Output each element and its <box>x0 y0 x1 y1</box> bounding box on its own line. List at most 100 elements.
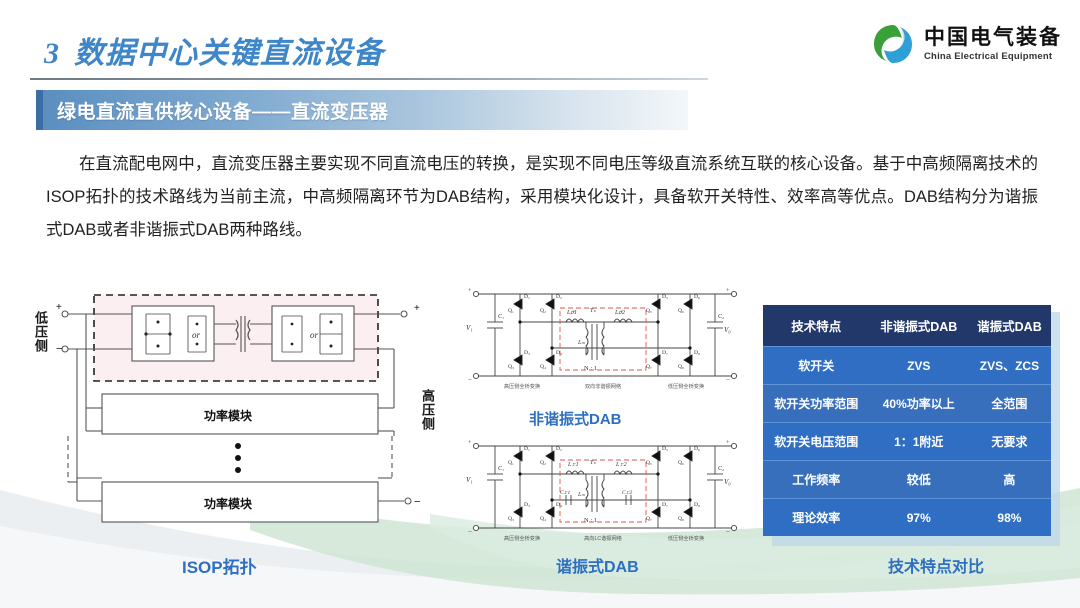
dab1-mid-subcaption: 双向非谐振网络 <box>585 382 621 390</box>
table-cell: 97% <box>869 498 968 536</box>
dab2-turns-ratio: N : 1 <box>584 517 597 524</box>
dab1-d1: D₁ <box>524 294 530 300</box>
dab2-d5: D₅ <box>662 446 668 452</box>
dab1-minus-out: − <box>726 376 730 384</box>
dab2-vout-label: V₀ <box>724 478 731 486</box>
dab1-d6: D₆ <box>694 294 700 300</box>
table-cell: 98% <box>967 498 1051 536</box>
table-cell: 全范围 <box>967 384 1051 423</box>
dab2-d4: D₄ <box>556 502 562 508</box>
non-resonant-dab-diagram: V₁ V₀ C₁ C₂ L𝜎1 L𝜎2 Lₘ Tₛ N : 1 Q₁ Q₂ Q₃… <box>466 288 738 390</box>
table-cell: 40%功率以上 <box>869 384 968 423</box>
isop-minus-out: − <box>414 496 420 508</box>
dab1-d2: D₂ <box>556 294 562 300</box>
dab2-lr2-label: L𝚛2 <box>615 462 627 468</box>
body-paragraph: 在直流配电网中，直流变压器主要实现不同直流电压的转换，是实现不同电压等级直流系统… <box>46 155 1038 239</box>
isop-module-label-2: 功率模块 <box>204 496 253 511</box>
table-cell: 高 <box>967 460 1051 499</box>
table-col-2: 谐振式DAB <box>967 305 1051 347</box>
isop-high-voltage-label: 高压侧 <box>420 389 435 431</box>
table-row: 软开关电压范围 1：1附近 无要求 <box>763 422 1051 461</box>
dab2-d2: D₂ <box>556 446 562 452</box>
table-row: 工作频率 较低 高 <box>763 460 1051 499</box>
section-banner: 绿电直流直供核心设备——直流变压器 <box>36 90 688 130</box>
dab2-q6: Q₆ <box>678 460 684 466</box>
dab1-ls2-label: L𝜎2 <box>614 310 625 316</box>
caption-non-resonant-dab: 非谐振式DAB <box>529 411 622 428</box>
table-cell: 较低 <box>869 460 968 499</box>
title-divider <box>30 78 708 80</box>
table-cell: 软开关功率范围 <box>763 384 870 423</box>
dab1-q3: Q₃ <box>508 364 514 370</box>
dab2-lr1-label: L𝚛1 <box>567 462 579 468</box>
dab1-left-subcaption: 高压侧全桥变换 <box>504 382 541 390</box>
dab2-q4: Q₄ <box>540 516 546 522</box>
table-cell: 1：1附近 <box>869 422 968 461</box>
table-row: 软开关功率范围 40%功率以上 全范围 <box>763 384 1051 423</box>
logo-english-name: China Electrical Equipment <box>924 50 1053 62</box>
banner-title: 绿电直流直供核心设备——直流变压器 <box>57 101 389 123</box>
dab2-d7: D₇ <box>662 502 668 508</box>
isop-or-label-right: or <box>310 330 319 340</box>
dab2-d1: D₁ <box>524 446 530 452</box>
dab1-c2-label: C₂ <box>718 314 724 320</box>
isop-low-voltage-label: 低压侧 <box>33 311 48 353</box>
dab1-ts-label: Tₛ <box>590 308 596 314</box>
dab2-c2-label: C₂ <box>718 466 724 472</box>
table-col-1: 非谐振式DAB <box>869 305 968 347</box>
company-logo: 中国电气装备 China Electrical Equipment <box>871 22 1062 66</box>
dab2-ts-label: Tₛ <box>590 460 596 466</box>
dab2-q1: Q₁ <box>508 460 514 466</box>
logo-swirl-icon <box>871 22 915 66</box>
table-cell: 软开关电压范围 <box>763 422 870 461</box>
dab1-d4: D₄ <box>556 350 562 356</box>
dab2-minus-out: − <box>726 528 730 536</box>
isop-plus-in: + <box>56 302 62 313</box>
dab1-q5: Q₅ <box>646 308 652 314</box>
dab1-vout-label: V₀ <box>724 326 731 334</box>
resonant-dab-diagram: V₁ V₀ C₁ C₂ L𝚛1 L𝚛2 Lₘ C𝚛1 C𝚛2 Tₛ N : 1 … <box>466 440 738 542</box>
banner-accent-bar <box>36 90 43 130</box>
dab1-ls1-label: L𝜎1 <box>566 310 577 316</box>
table-cell: 软开关 <box>763 346 870 385</box>
caption-resonant-dab: 谐振式DAB <box>556 559 639 576</box>
dab1-q1: Q₁ <box>508 308 514 314</box>
dab2-plus-out: + <box>726 440 730 446</box>
dab1-q4: Q₄ <box>540 364 546 370</box>
dab2-c1-label: C₁ <box>498 466 504 472</box>
dab1-vin-label: V₁ <box>466 324 473 332</box>
dab2-cr2-label: C𝚛2 <box>622 490 633 496</box>
table-cell: ZVS、ZCS <box>967 346 1051 385</box>
section-number: 3 <box>44 37 60 70</box>
dab2-d3: D₃ <box>524 502 530 508</box>
caption-comparison-table: 技术特点对比 <box>888 559 985 576</box>
dab1-d7: D₇ <box>662 350 668 356</box>
dab1-turns-ratio: N : 1 <box>584 365 597 372</box>
dab1-q6: Q₆ <box>678 308 684 314</box>
dab2-vin-label: V₁ <box>466 476 473 484</box>
dab2-d6: D₆ <box>694 446 700 452</box>
isop-topology-diagram: 功率模块 功率模块 or or + − + − <box>56 294 420 523</box>
table-cell: 理论效率 <box>763 498 870 536</box>
table-row: 理论效率 97% 98% <box>763 498 1051 536</box>
dab1-plus-in: + <box>468 288 472 294</box>
dab2-mid-subcaption: 高向LC谐振网络 <box>584 534 622 542</box>
comparison-table: 技术特点 非谐振式DAB 谐振式DAB 软开关 ZVS ZVS、ZCS 软开关功… <box>763 305 1051 536</box>
logo-chinese-name: 中国电气装备 <box>924 25 1062 49</box>
dab2-minus-in: − <box>468 528 472 536</box>
dab1-right-subcaption: 低压侧全桥变换 <box>668 382 705 390</box>
dab2-plus-in: + <box>468 440 472 446</box>
dab1-q8: Q₈ <box>678 364 684 370</box>
table-row: 软开关 ZVS ZVS、ZCS <box>763 346 1051 385</box>
table-header-row: 技术特点 非谐振式DAB 谐振式DAB <box>763 305 1051 347</box>
dab2-q3: Q₃ <box>508 516 514 522</box>
dab1-c1-label: C₁ <box>498 314 504 320</box>
page-title: 3 数据中心关键直流设备 <box>44 28 384 72</box>
section-title-text: 数据中心关键直流设备 <box>74 37 384 70</box>
table-cell: 无要求 <box>967 422 1051 461</box>
dab2-lm-label: Lₘ <box>577 492 585 498</box>
dab2-left-subcaption: 高压侧全桥变换 <box>504 534 541 542</box>
dab2-q2: Q₂ <box>540 460 546 466</box>
isop-minus-in: − <box>56 343 62 355</box>
